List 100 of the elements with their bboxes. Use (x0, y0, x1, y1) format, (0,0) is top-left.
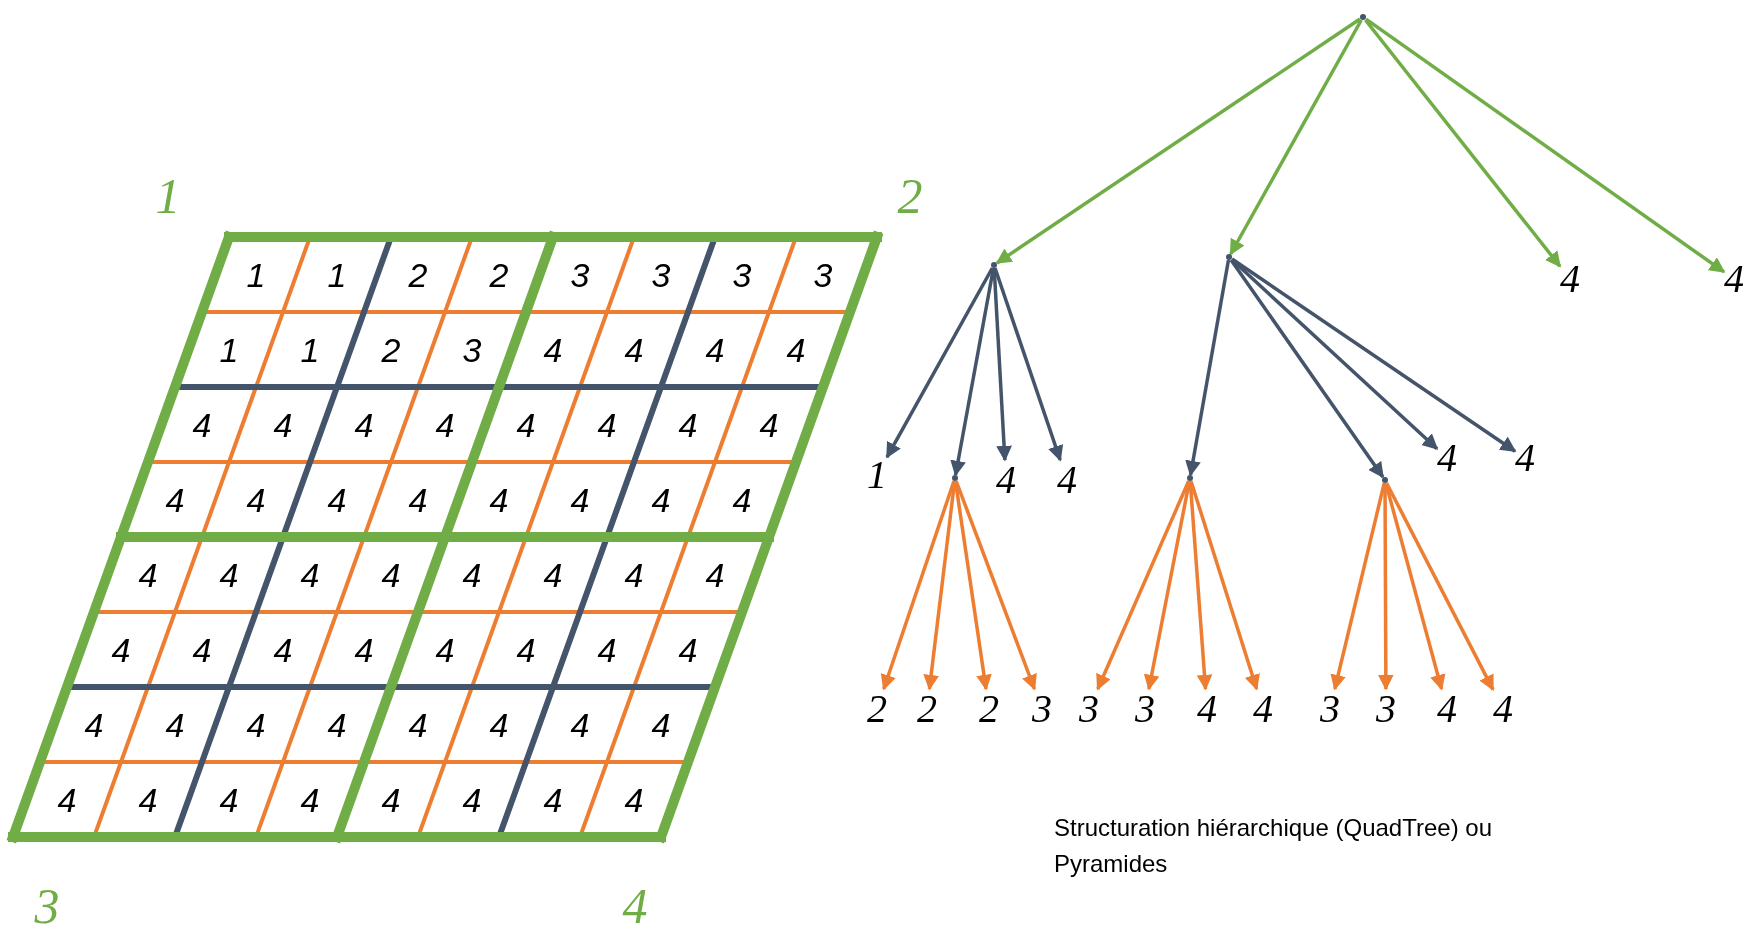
cell-number: 4 (543, 782, 563, 817)
cell-number: 4 (624, 557, 644, 592)
tree-node-label: 4 (1437, 689, 1457, 729)
cell-number: 3 (462, 332, 482, 367)
cell-number: 3 (813, 257, 833, 292)
cell-number: 4 (624, 332, 644, 367)
tree-node-label: 3 (1376, 689, 1396, 729)
branch-point (1226, 254, 1232, 260)
cell-number: 1 (327, 257, 347, 292)
cell-number: 4 (165, 707, 185, 742)
cell-number: 4 (651, 482, 671, 517)
arrow (1229, 259, 1385, 479)
cell-number: 4 (678, 632, 698, 667)
cell-number: 2 (408, 257, 428, 292)
arrow (995, 17, 1361, 265)
cell-number: 4 (435, 632, 455, 667)
cell-number: 4 (543, 332, 563, 367)
tree-node-label: 2 (867, 689, 887, 729)
cell-number: 4 (759, 407, 779, 442)
cell-number: 4 (597, 632, 617, 667)
tree-node-label: 4 (1197, 689, 1217, 729)
cell-number: 4 (354, 632, 374, 667)
quadrant-number: 4 (622, 881, 648, 931)
cell-number: 4 (570, 482, 590, 517)
arrow (1378, 483, 1394, 691)
arrow (1384, 482, 1446, 691)
cell-number: 3 (651, 257, 671, 292)
arrow (1188, 480, 1213, 691)
cell-number: 4 (138, 782, 158, 817)
cell-number: 4 (192, 632, 212, 667)
arrow (885, 267, 994, 459)
arrow (1385, 482, 1495, 691)
arrow (954, 480, 1037, 691)
tree-node-label: 4 (1560, 259, 1580, 299)
cell-number: 4 (408, 707, 428, 742)
tree-node-label: 4 (1057, 460, 1077, 500)
cell-number: 4 (516, 632, 536, 667)
tree-node-label: 4 (996, 460, 1016, 500)
cell-number: 1 (300, 332, 320, 367)
cell-number: 4 (165, 482, 185, 517)
cell-number: 4 (84, 707, 104, 742)
branch-point (1187, 475, 1193, 481)
branch-point (991, 262, 997, 268)
tree-node-label: 3 (1079, 689, 1099, 729)
cell-number: 4 (111, 632, 131, 667)
quadrant-number: 3 (34, 881, 60, 931)
cell-number: 2 (381, 332, 401, 367)
arrow (1189, 480, 1260, 691)
cell-number: 4 (462, 782, 482, 817)
arrow (1143, 480, 1192, 691)
cell-number: 4 (219, 557, 239, 592)
tree-node-label: 1 (867, 455, 887, 495)
arrow (953, 480, 992, 691)
cell-number: 4 (273, 407, 293, 442)
cell-number: 4 (273, 632, 293, 667)
arrow (1365, 17, 1726, 274)
cell-number: 4 (435, 407, 455, 442)
cell-number: 4 (705, 332, 725, 367)
branch-point (1382, 477, 1388, 483)
arrow (1231, 257, 1517, 453)
cell-number: 4 (300, 557, 320, 592)
cell-number: 4 (219, 782, 239, 817)
cell-number: 1 (219, 332, 239, 367)
arrow (1229, 19, 1363, 256)
tree-node-label: 4 (1493, 689, 1513, 729)
cell-number: 4 (516, 407, 536, 442)
arrow (1096, 480, 1191, 691)
cell-number: 3 (732, 257, 752, 292)
cell-number: 4 (327, 482, 347, 517)
cell-number: 4 (327, 707, 347, 742)
arrow (880, 480, 956, 691)
cell-number: 4 (381, 557, 401, 592)
tree-node-label: 3 (1135, 689, 1155, 729)
cell-number: 4 (732, 482, 752, 517)
cell-number: 1 (246, 257, 266, 292)
arrow (1185, 259, 1231, 477)
branch-point (1360, 14, 1366, 20)
cell-number: 4 (570, 707, 590, 742)
cell-number: 4 (57, 782, 77, 817)
tree-node-label: 4 (1253, 689, 1273, 729)
cell-number: 4 (138, 557, 158, 592)
arrow (923, 480, 957, 691)
cell-number: 4 (597, 407, 617, 442)
arrow (1330, 482, 1386, 691)
cell-number: 4 (786, 332, 806, 367)
cell-number: 4 (678, 407, 698, 442)
cell-number: 4 (354, 407, 374, 442)
arrow (993, 267, 1064, 462)
caption: Structuration hiérarchique (QuadTree) ou Pyramides (1054, 813, 1493, 879)
tree-node-label: 2 (917, 689, 937, 729)
cell-number: 4 (624, 782, 644, 817)
cell-number: 4 (651, 707, 671, 742)
tree-node-label: 4 (1515, 438, 1535, 478)
cell-number: 2 (489, 257, 509, 292)
tree-node-label: 3 (1032, 689, 1052, 729)
cell-number: 4 (246, 707, 266, 742)
quadrant-number: 1 (155, 171, 181, 221)
tree-node-label: 4 (1437, 438, 1457, 478)
branch-point (952, 475, 958, 481)
tree-node-label: 4 (1724, 259, 1744, 299)
